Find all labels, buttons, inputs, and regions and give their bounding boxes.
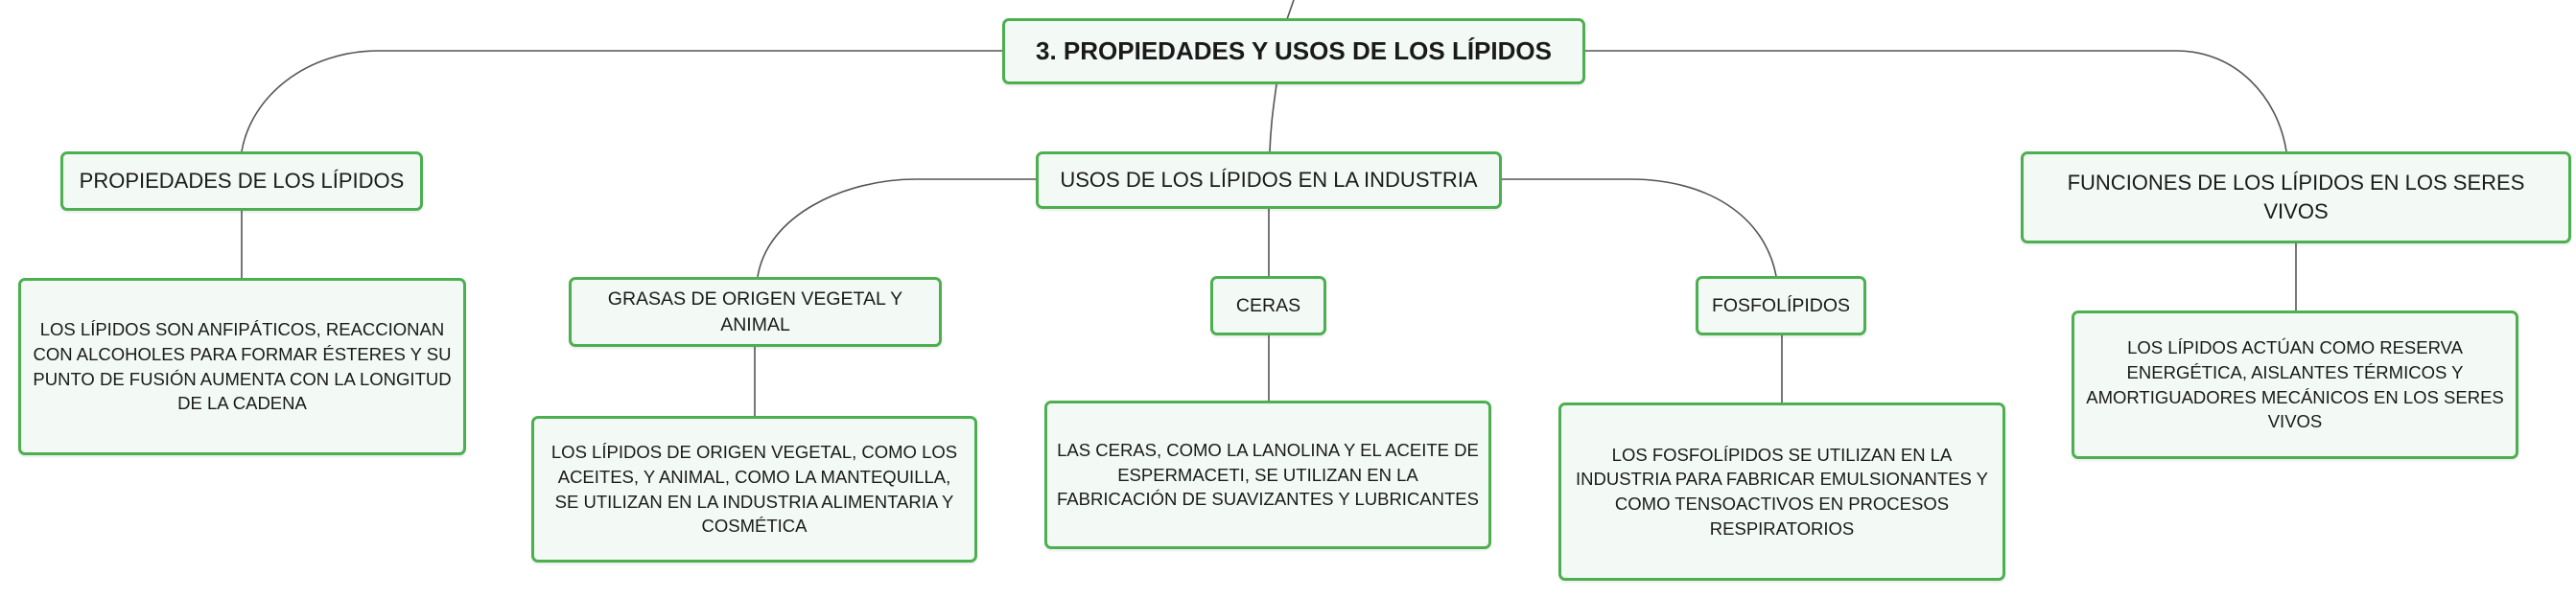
functions-label: FUNCIONES DE LOS LÍPIDOS EN LOS SERES VI… — [2067, 170, 2525, 223]
waxes-detail-text: LAS CERAS, COMO LA LANOLINA Y EL ACEITE … — [1057, 440, 1479, 510]
industry-label: USOS DE LOS LÍPIDOS EN LA INDUSTRIA — [1060, 167, 1478, 192]
link-parent-root — [1286, 0, 1295, 20]
functions-node[interactable]: FUNCIONES DE LOS LÍPIDOS EN LOS SERES VI… — [2021, 151, 2571, 243]
phospholipids-detail-text: LOS FOSFOLÍPIDOS SE UTILIZAN EN LA INDUS… — [1575, 444, 1989, 539]
phospholipids-label: FOSFOLÍPIDOS — [1711, 294, 1851, 316]
fats-label: GRASAS DE ORIGEN VEGETAL Y ANIMAL — [607, 288, 903, 335]
industry-node[interactable]: USOS DE LOS LÍPIDOS EN LA INDUSTRIA — [1036, 151, 1502, 209]
functions-detail-node[interactable]: LOS LÍPIDOS ACTÚAN COMO RESERVA ENERGÉTI… — [2072, 310, 2518, 459]
link-industry-phospholipids — [1502, 178, 1777, 277]
properties-detail-node[interactable]: LOS LÍPIDOS SON ANFIPÁTICOS, REACCIONAN … — [18, 278, 466, 455]
root-label: 3. PROPIEDADES Y USOS DE LOS LÍPIDOS — [1036, 35, 1552, 65]
fats-detail-node[interactable]: LOS LÍPIDOS DE ORIGEN VEGETAL, COMO LOS … — [531, 416, 977, 563]
fats-detail-text: LOS LÍPIDOS DE ORIGEN VEGETAL, COMO LOS … — [550, 442, 958, 537]
properties-node[interactable]: PROPIEDADES DE LOS LÍPIDOS — [60, 151, 423, 211]
properties-label: PROPIEDADES DE LOS LÍPIDOS — [79, 168, 405, 193]
link-root-functions — [1585, 50, 2287, 152]
phospholipids-node[interactable]: FOSFOLÍPIDOS — [1696, 276, 1866, 335]
functions-detail-text: LOS LÍPIDOS ACTÚAN COMO RESERVA ENERGÉTI… — [2086, 337, 2504, 432]
phospholipids-detail-node[interactable]: LOS FOSFOLÍPIDOS SE UTILIZAN EN LA INDUS… — [1558, 402, 2005, 581]
root-node[interactable]: 3. PROPIEDADES Y USOS DE LOS LÍPIDOS — [1002, 18, 1585, 84]
link-root-industry — [1269, 83, 1277, 152]
waxes-label: CERAS — [1235, 294, 1301, 316]
properties-detail-text: LOS LÍPIDOS SON ANFIPÁTICOS, REACCIONAN … — [33, 319, 452, 414]
waxes-detail-node[interactable]: LAS CERAS, COMO LA LANOLINA Y EL ACEITE … — [1044, 401, 1491, 549]
fats-node[interactable]: GRASAS DE ORIGEN VEGETAL Y ANIMAL — [569, 277, 942, 347]
link-root-properties — [241, 50, 1002, 152]
waxes-node[interactable]: CERAS — [1210, 276, 1326, 335]
link-industry-fats — [757, 178, 1036, 278]
